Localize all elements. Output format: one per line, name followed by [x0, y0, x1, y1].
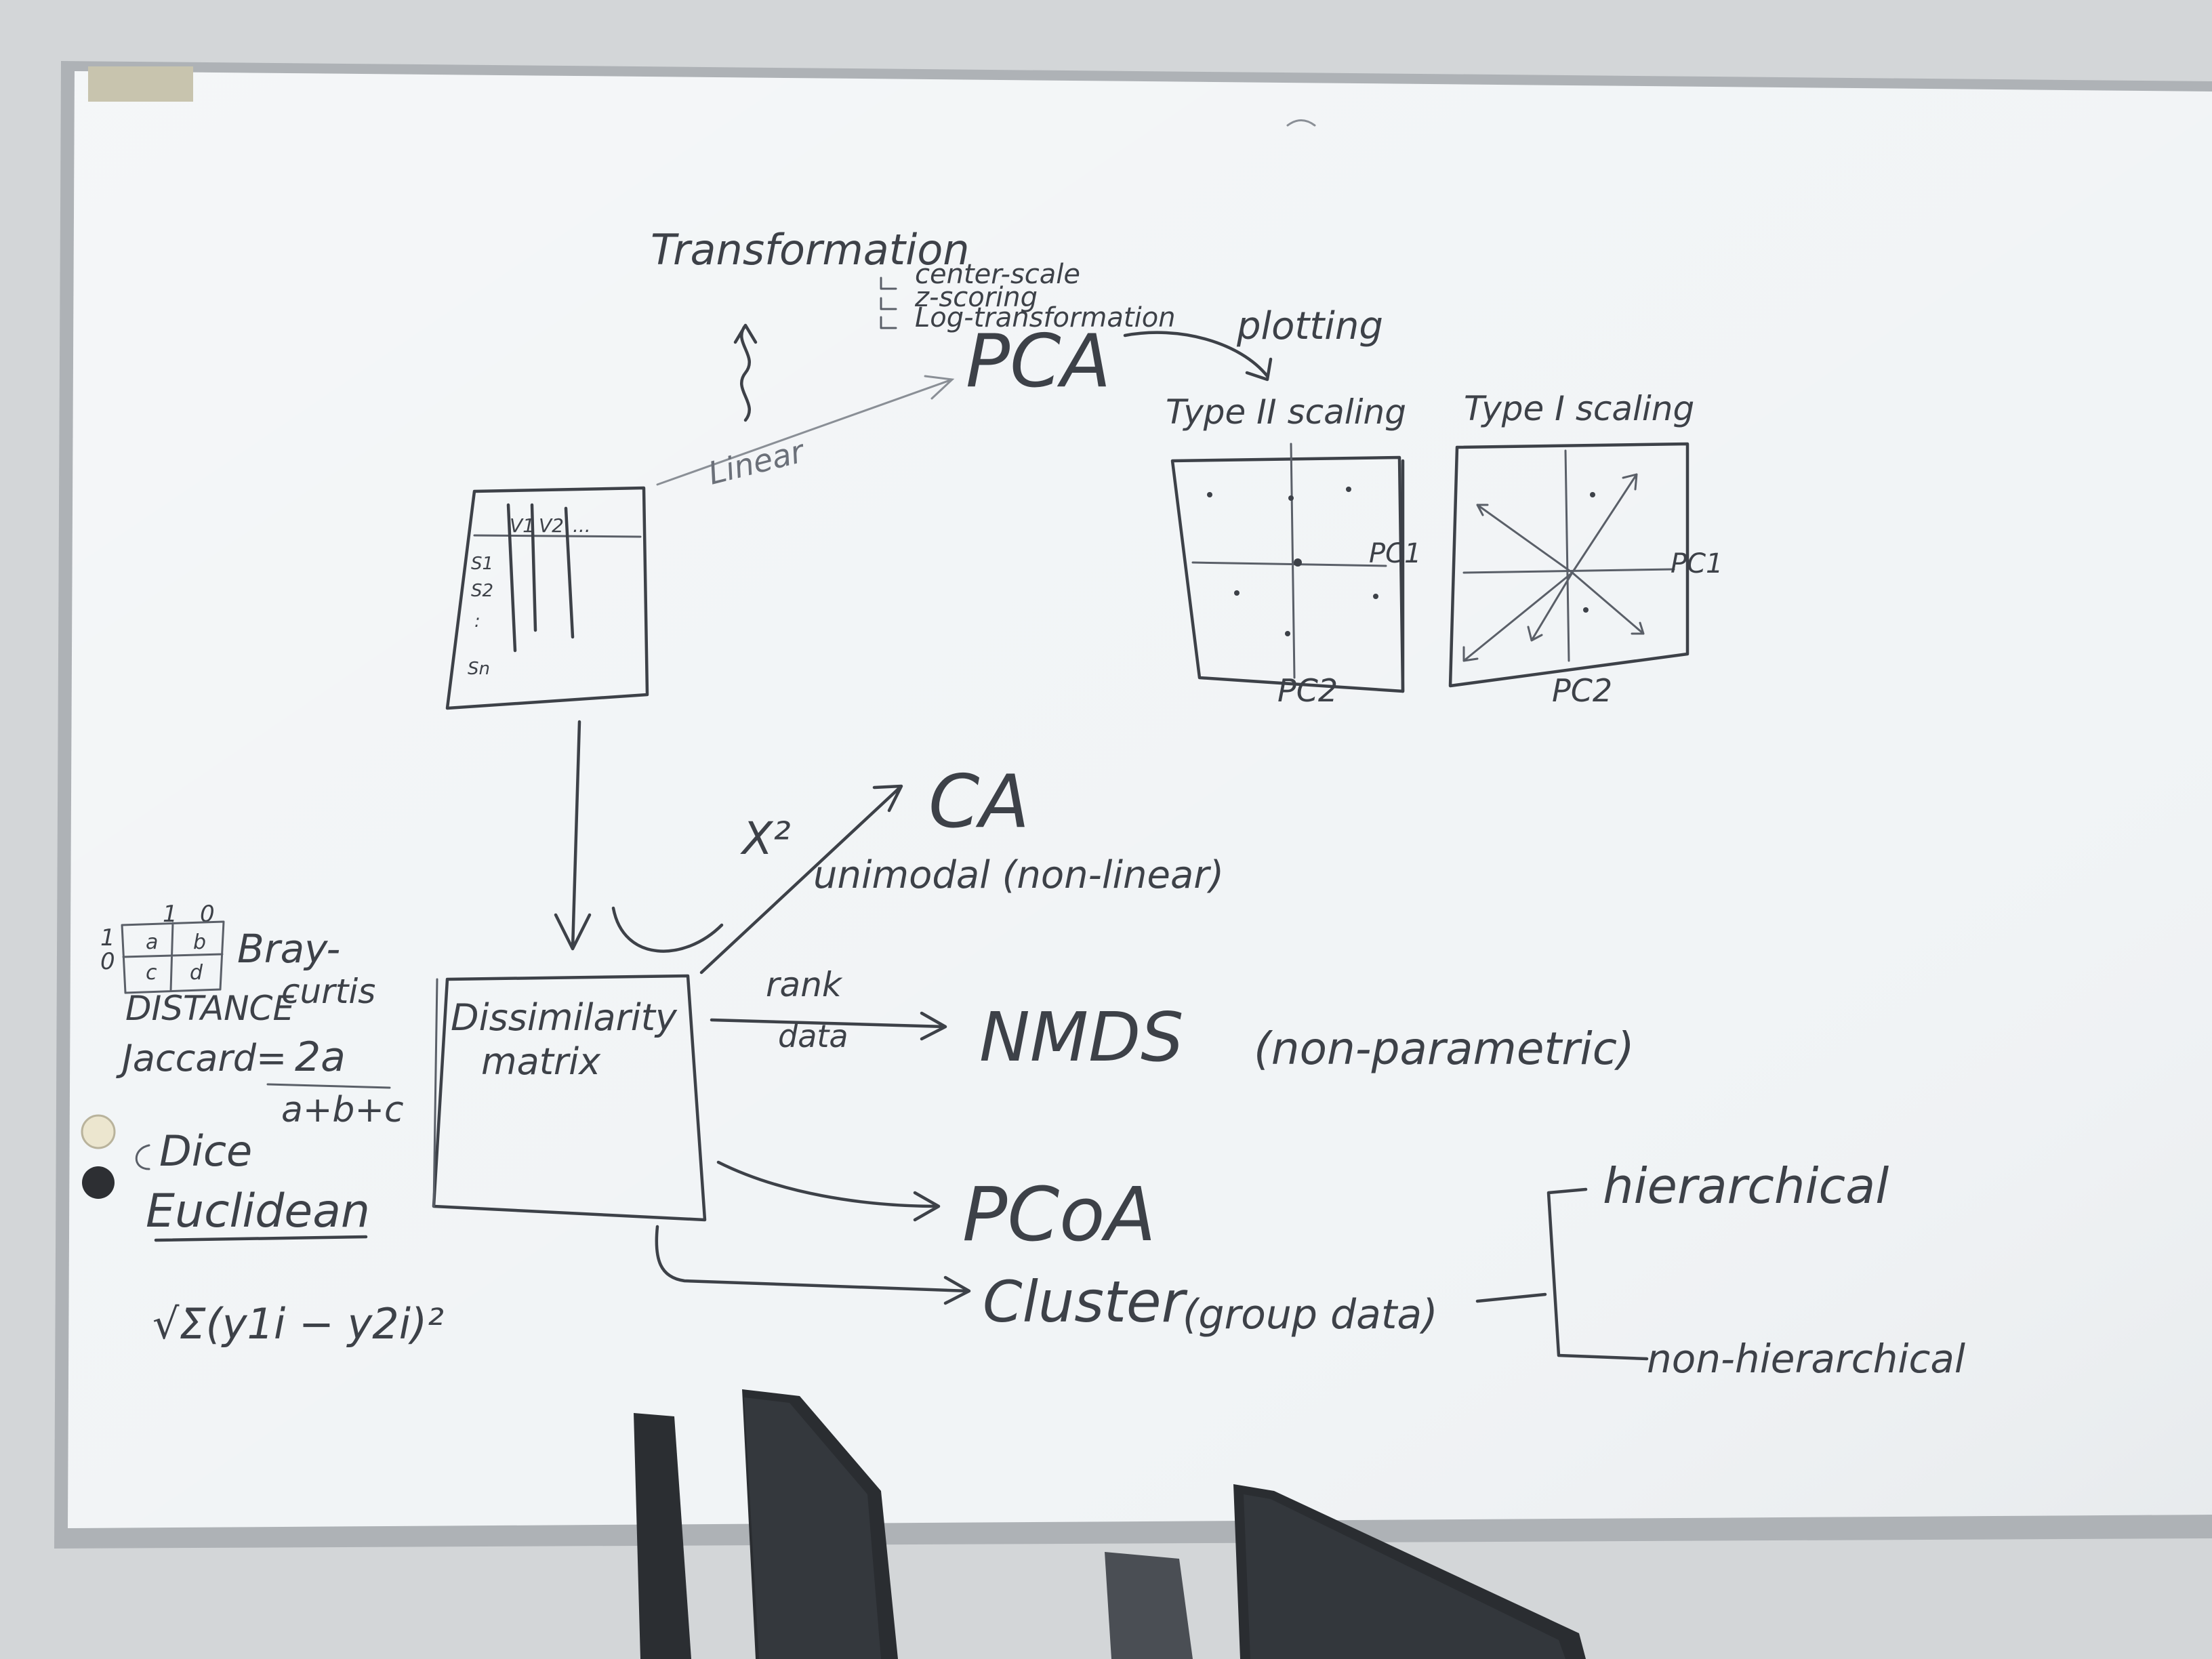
- cluster-arrow: [655, 1225, 971, 1305]
- type1-y-axis: PC1: [1671, 548, 1723, 579]
- table-row-label: :: [474, 611, 480, 632]
- transformation-title: Transformation: [651, 225, 970, 274]
- distance-measures: 1 0 1 0 a b c d Bray- curtis DISTANCE Ja…: [100, 901, 444, 1349]
- type1-scaling-plot: Type I scaling PC1 PC2: [1448, 389, 1723, 709]
- chi-square-label: X²: [740, 813, 791, 865]
- cluster-branch-nonhierarchical: non-hierarchical: [1647, 1336, 1965, 1382]
- table-row-label: S1: [471, 554, 493, 574]
- table-header: V2: [539, 514, 564, 537]
- linear-arrow: [656, 375, 955, 486]
- type2-x-axis: PC2: [1277, 672, 1338, 709]
- cluster-branch-hierarchical: hierarchical: [1603, 1158, 1889, 1214]
- squiggle-arrow: [733, 323, 758, 422]
- pcoa-label: PCoA: [962, 1171, 1156, 1258]
- euclidean-formula: √Σ(y1i − y2i)²: [152, 1299, 444, 1349]
- table-to-matrix-arrow: [554, 720, 592, 951]
- board-smudge: [1286, 119, 1316, 127]
- dissimilarity-line1: Dissimilarity: [451, 996, 678, 1039]
- pca-label: PCA: [966, 319, 1111, 404]
- table-header: V1: [510, 514, 535, 537]
- bray-label: Bray-: [237, 926, 340, 972]
- grid-top-1: 1: [163, 901, 178, 928]
- table-header: ...: [573, 514, 591, 537]
- type2-y-axis: PC1: [1369, 538, 1422, 569]
- table-row-label: S2: [471, 581, 493, 601]
- cluster-label: Cluster: [983, 1269, 1188, 1335]
- cluster-bracket: [1475, 1187, 1649, 1361]
- dissimilarity-matrix: Dissimilarity matrix: [432, 974, 707, 1222]
- magnet-white: [81, 1114, 116, 1149]
- dissimilarity-line2: matrix: [481, 1040, 601, 1083]
- grid-side-0: 0: [100, 948, 115, 975]
- euclidean-label: Euclidean: [146, 1185, 370, 1238]
- monitor-middle-stand: [1105, 1552, 1193, 1659]
- grid-cell-d: d: [190, 961, 203, 985]
- rank-label: rank: [766, 965, 843, 1004]
- plotting-arrow: [1123, 331, 1273, 382]
- jaccard-denominator: a+b+c: [281, 1090, 404, 1130]
- ca-note: unimodal (non-linear): [813, 853, 1224, 897]
- nmds-label: NMDS: [979, 998, 1184, 1077]
- type1-x-axis: PC2: [1552, 672, 1612, 709]
- curtis-label: curtis: [281, 972, 375, 1011]
- nmds-note: (non-parametric): [1254, 1023, 1635, 1075]
- nmds-arrow: [710, 1011, 947, 1041]
- table-row-label: Sn: [468, 659, 490, 679]
- distance-label: DISTANCE: [125, 989, 294, 1028]
- transformation-item: Log-transformation: [915, 302, 1176, 333]
- data-table-sketch: V1 V2 ... S1 S2 : Sn: [445, 486, 649, 710]
- data-label: data: [778, 1018, 848, 1054]
- grid-side-1: 1: [100, 924, 115, 951]
- whiteboard: [54, 61, 2212, 1549]
- jaccard-label: Jaccard=: [116, 1037, 287, 1080]
- monitor-left-stand: [634, 1413, 691, 1659]
- ca-label: CA: [928, 760, 1029, 844]
- magnet-black: [82, 1166, 115, 1199]
- jaccard-numerator: 2a: [295, 1033, 346, 1081]
- grid-cell-b: b: [193, 930, 206, 954]
- type1-title: Type I scaling: [1464, 389, 1694, 428]
- foreground-monitors: [634, 1389, 1586, 1659]
- cluster-note: (group data): [1183, 1291, 1438, 1338]
- grid-cell-a: a: [146, 930, 158, 954]
- grid-cell-c: c: [146, 961, 157, 985]
- type2-title: Type II scaling: [1166, 392, 1406, 432]
- plotting-label: plotting: [1236, 304, 1383, 348]
- dice-label: Dice: [159, 1126, 252, 1176]
- ca-arrow: [611, 784, 903, 975]
- transformation-item: z-scoring: [914, 282, 1038, 313]
- board-label-sticker: [88, 66, 193, 102]
- transformation-list: center-scale z-scoring Log-transformatio…: [880, 259, 1176, 333]
- grid-top-0: 0: [200, 901, 215, 928]
- pcoa-arrow: [716, 1160, 941, 1222]
- transformation-item: center-scale: [915, 259, 1080, 290]
- type2-scaling-plot: Type II scaling PC1 PC2: [1166, 392, 1422, 709]
